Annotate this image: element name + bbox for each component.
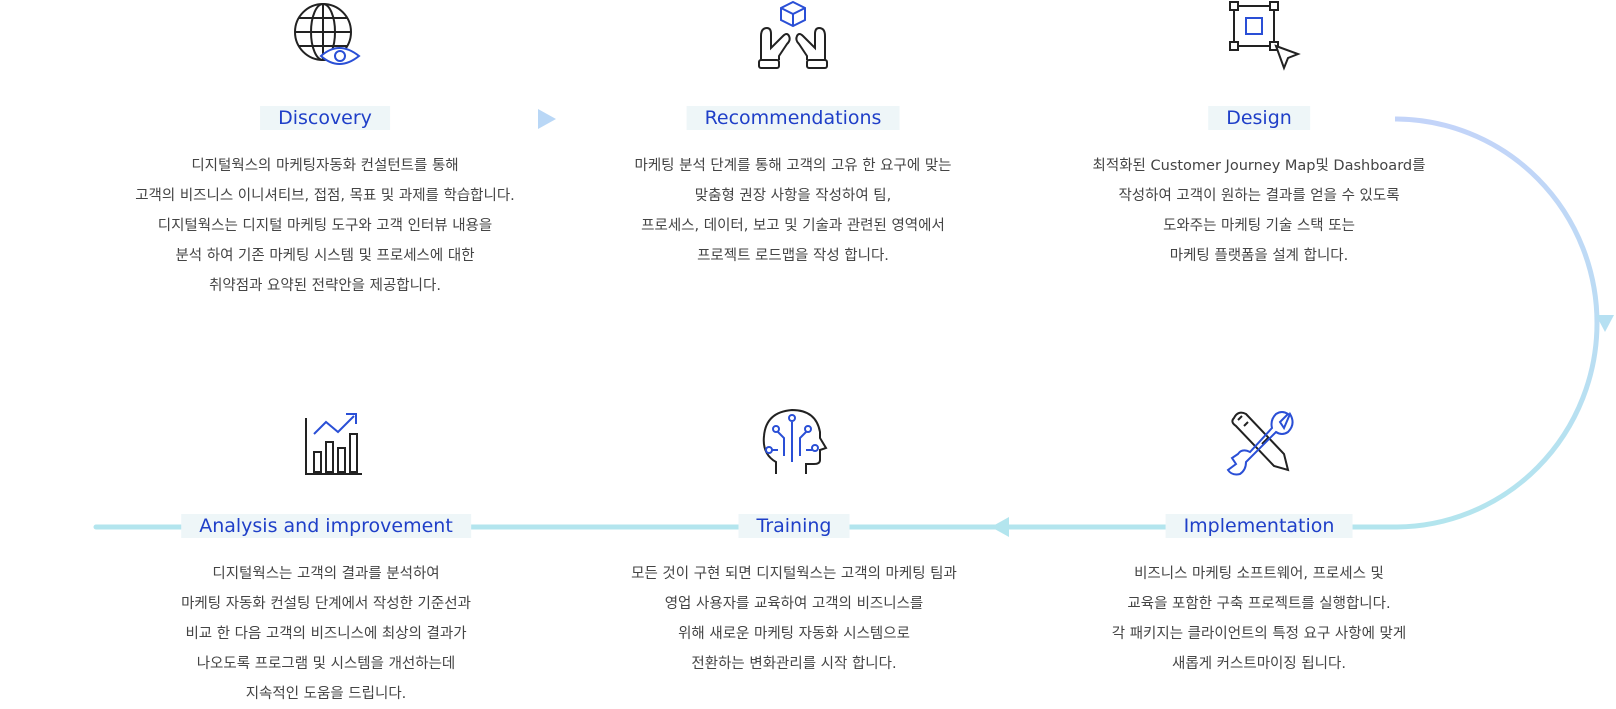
step-desc-implementation: 비즈니스 마케팅 소프트웨어, 프로세스 및 교육을 포함한 구축 프로젝트를 … (1039, 559, 1479, 679)
arrow-down (1596, 315, 1614, 332)
step-desc-recommendations: 마케팅 분석 단계를 통해 고객의 고유 한 요구에 맞는 맞춤형 권장 사항을… (573, 151, 1013, 271)
desc-line: 도와주는 마케팅 기술 스택 또는 (1163, 218, 1355, 234)
desc-line: 취약점과 요약된 전략안을 제공합니다. (209, 278, 441, 294)
desc-line: 프로세스, 데이터, 보고 및 기술과 관련된 영역에서 (641, 218, 945, 234)
desc-line: 맞춤형 권장 사항을 작성하여 팀, (694, 188, 892, 204)
hands-cube-icon (755, 0, 831, 76)
step-desc-design: 최적화된 Customer Journey Map및 Dashboard를 작성… (1039, 151, 1479, 271)
desc-line: 디지털웍스는 디지털 마케팅 도구와 고객 인터뷰 내용을 (157, 218, 493, 234)
arrow-left (991, 517, 1009, 537)
desc-line: 나오도록 프로그램 및 시스템을 개선하는데 (196, 656, 456, 672)
step-label-design: Design (1208, 106, 1310, 130)
step-label-recommendations: Recommendations (686, 106, 900, 130)
desc-line: 전환하는 변화관리를 시작 합니다. (691, 656, 897, 672)
desc-line: 분석 하여 기존 마케팅 시스템 및 프로세스에 대한 (175, 248, 475, 264)
desc-line: 비즈니스 마케팅 소프트웨어, 프로세스 및 (1134, 566, 1384, 582)
desc-line: 마케팅 분석 단계를 통해 고객의 고유 한 요구에 맞는 (634, 158, 952, 174)
globe-eye-icon (287, 0, 363, 76)
step-desc-analysis: 디지털웍스는 고객의 결과를 분석하여 마케팅 자동화 컨설팅 단계에서 작성한… (106, 559, 546, 709)
desc-line: 디지털웍스의 마케팅자동화 컨설턴트를 통해 (191, 158, 459, 174)
select-cursor-icon (1228, 0, 1304, 76)
desc-line: 마케팅 플랫폼을 설계 합니다. (1169, 248, 1349, 264)
desc-line: 지속적인 도움을 드립니다. (245, 686, 407, 702)
desc-line: 마케팅 자동화 컨설팅 단계에서 작성한 기준선과 (181, 596, 471, 612)
desc-line: 프로젝트 로드맵을 작성 합니다. (697, 248, 889, 264)
desc-line: 각 패키지는 클라이언트의 특정 요구 사항에 맞게 (1111, 626, 1407, 642)
step-label-training: Training (738, 514, 850, 538)
step-desc-training: 모든 것이 구현 되면 디지털웍스는 고객의 마케팅 팀과 영업 사용자를 교육… (574, 559, 1014, 679)
desc-line: 영업 사용자를 교육하여 고객의 비즈니스를 (664, 596, 924, 612)
desc-line: 디지털웍스는 고객의 결과를 분석하여 (212, 566, 440, 582)
bar-chart-growth-icon (298, 404, 374, 480)
desc-line: 새롭게 커스트마이징 됩니다. (1172, 656, 1346, 672)
desc-line: 위해 새로운 마케팅 자동화 시스템으로 (678, 626, 910, 642)
step-desc-discovery: 디지털웍스의 마케팅자동화 컨설턴트를 통해 고객의 비즈니스 이니셔티브, 접… (105, 151, 545, 301)
step-label-implementation: Implementation (1165, 514, 1353, 538)
tools-icon (1224, 404, 1300, 480)
desc-line: 모든 것이 구현 되면 디지털웍스는 고객의 마케팅 팀과 (631, 566, 957, 582)
step-label-analysis: Analysis and improvement (181, 514, 471, 538)
head-circuit-icon (756, 404, 832, 480)
arrow-right (538, 109, 556, 129)
step-label-discovery: Discovery (260, 106, 390, 130)
desc-line: 고객의 비즈니스 이니셔티브, 접점, 목표 및 과제를 학습합니다. (135, 188, 515, 204)
desc-line: 비교 한 다음 고객의 비즈니스에 최상의 결과가 (185, 626, 467, 642)
desc-line: 작성하여 고객이 원하는 결과를 얻을 수 있도록 (1118, 188, 1400, 204)
desc-line: 최적화된 Customer Journey Map및 Dashboard를 (1092, 158, 1426, 174)
track-curve (1394, 116, 1600, 530)
desc-line: 교육을 포함한 구축 프로젝트를 실행합니다. (1127, 596, 1391, 612)
